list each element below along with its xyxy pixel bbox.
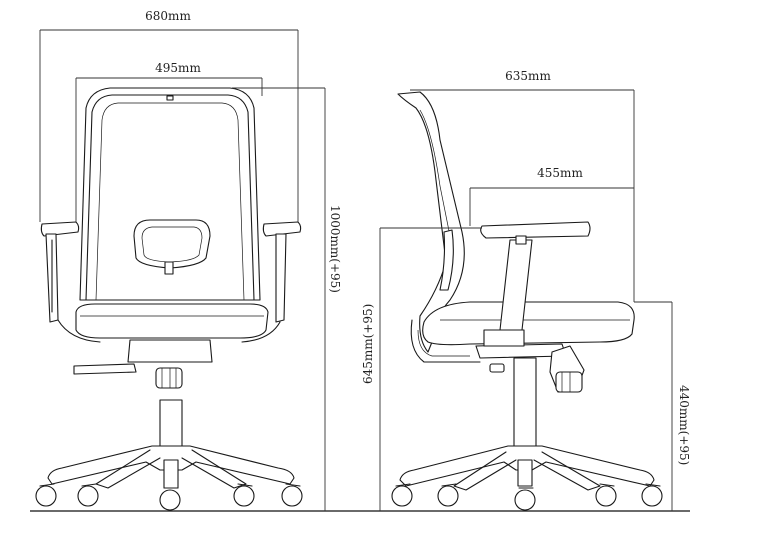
front-right-armrest — [262, 221, 302, 237]
side-gas-cylinder — [513, 357, 537, 449]
backrest-width-dimension: 495mm — [75, 61, 263, 222]
front-mechanism — [127, 339, 213, 363]
front-left-armrest — [40, 221, 80, 237]
front-height-lever — [73, 363, 137, 375]
side-seat-height-dimension: 440mm(+95) — [634, 301, 691, 511]
side-seat-depth-dimension: 455mm — [469, 166, 634, 226]
front-backrest-frame — [79, 87, 261, 301]
side-seat-depth-label: 455mm — [537, 166, 583, 180]
front-view-chair — [35, 87, 303, 511]
side-armrest-height-dimension: 645mm(+95) — [361, 227, 482, 511]
front-tilt-knob — [155, 367, 183, 389]
front-backrest-width-label: 495mm — [155, 61, 201, 75]
front-casters — [35, 483, 303, 511]
side-seat-cushion — [422, 301, 635, 346]
side-depth-dimension: 635mm — [410, 69, 635, 302]
front-width-dimension: 680mm — [39, 9, 299, 222]
front-seat-cushion — [75, 303, 269, 339]
side-casters — [391, 483, 663, 511]
front-overall-height-label: 1000mm(+95) — [328, 205, 342, 293]
side-armrest-height-label: 645mm(+95) — [361, 304, 375, 384]
front-backrest-mesh — [95, 102, 245, 301]
front-overall-width-label: 680mm — [145, 9, 191, 23]
front-height-dimension: 1000mm(+95) — [232, 87, 342, 511]
side-lumbar-support — [439, 229, 454, 291]
side-seat-height-label: 440mm(+95) — [677, 385, 691, 465]
front-lumbar-support — [133, 219, 211, 269]
side-overall-depth-label: 635mm — [505, 69, 551, 83]
side-armrest-pad — [480, 221, 591, 239]
side-view-chair — [391, 91, 663, 511]
